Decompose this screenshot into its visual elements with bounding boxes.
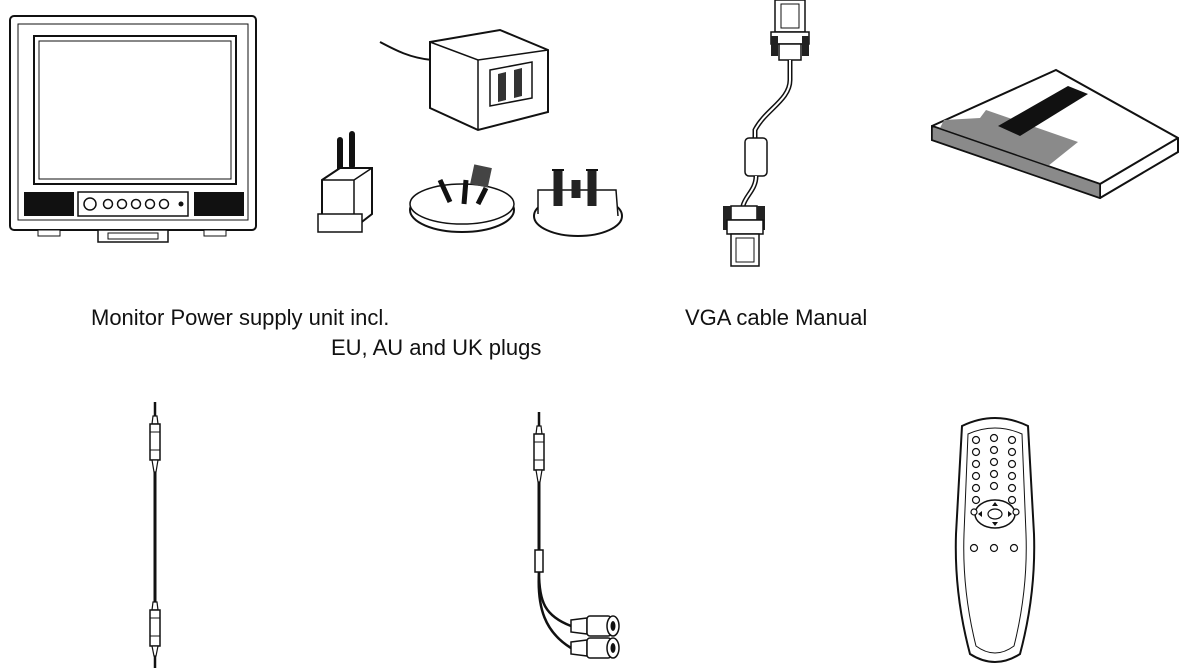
audio-cable-illustration [140,402,170,668]
remote-control-illustration [950,414,1040,668]
power-supply-illustration [300,20,630,245]
y-audio-cable-illustration [515,412,625,668]
vga-cable-icon [723,0,815,272]
power-adapter-icon [300,20,630,245]
audio-cable-icon [140,402,170,668]
caption-plugs: EU, AU and UK plugs [331,335,542,360]
manual-book-icon [928,66,1180,206]
remote-control-icon [950,414,1040,668]
monitor-icon [8,14,260,246]
rca-y-cable-icon [515,412,625,668]
caption-vga-manual: VGA cable Manual [685,305,868,330]
vga-cable-illustration [715,0,815,272]
manual-illustration [928,66,1180,206]
caption-monitor-power-supply: Monitor Power supply unit incl. [91,305,390,330]
monitor-illustration [8,14,260,246]
